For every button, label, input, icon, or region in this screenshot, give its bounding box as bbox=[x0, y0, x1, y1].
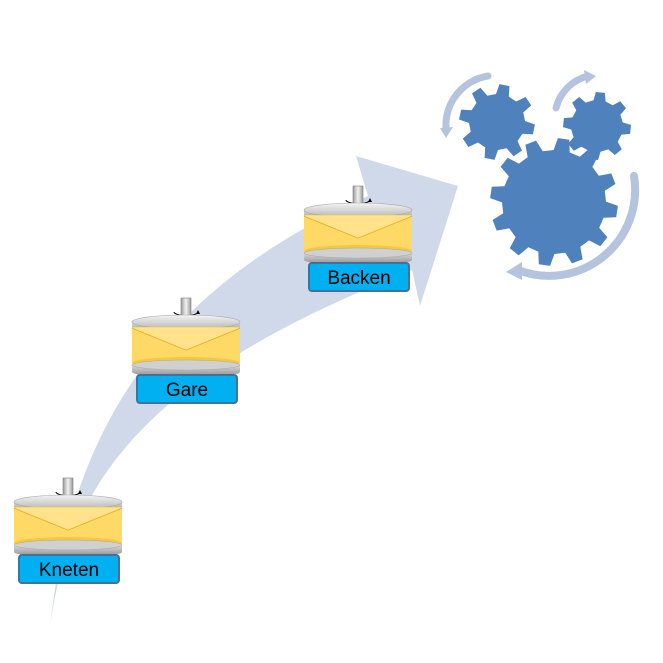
press-machine-icon bbox=[14, 478, 122, 557]
step-label: Kneten bbox=[18, 554, 120, 584]
gear-icon bbox=[459, 84, 535, 160]
step-label: Gare bbox=[136, 374, 238, 404]
gear-icon bbox=[490, 138, 618, 266]
step-label: Backen bbox=[308, 262, 410, 292]
gears-icon bbox=[440, 70, 640, 280]
gear-icon bbox=[563, 92, 631, 160]
